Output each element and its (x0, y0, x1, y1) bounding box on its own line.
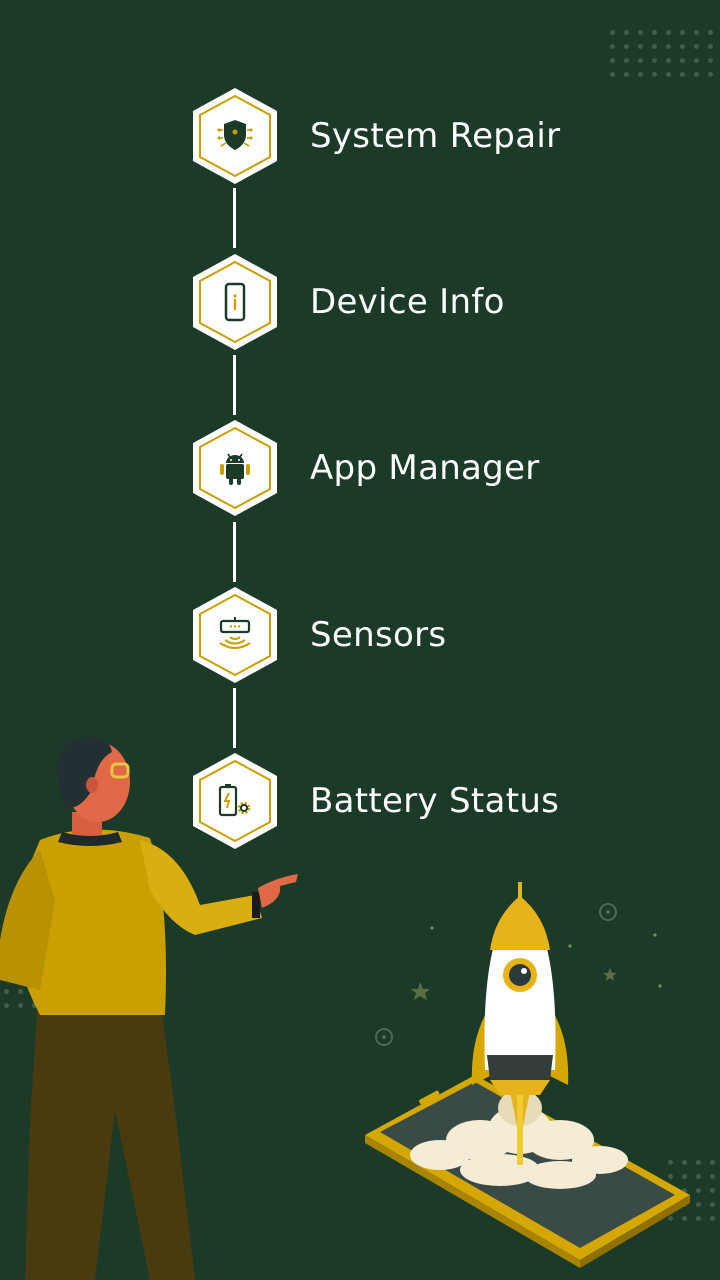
timeline-connector (233, 188, 236, 248)
feature-sensors[interactable]: Sensors (190, 585, 670, 685)
sensor-waves-icon (219, 617, 251, 649)
shield-circuit-icon (217, 120, 253, 150)
timeline-connector (233, 688, 236, 748)
feature-system-repair[interactable]: System Repair (190, 86, 670, 186)
timeline-connector (233, 355, 236, 415)
feature-battery-status[interactable]: Battery Status (190, 751, 670, 851)
hex-badge (190, 418, 280, 518)
phone-info-icon (224, 282, 246, 322)
feature-label: Sensors (310, 615, 447, 655)
feature-label: App Manager (310, 448, 540, 488)
battery-gear-icon (218, 784, 251, 817)
timeline-connector (233, 522, 236, 582)
hex-badge (190, 252, 280, 352)
dot-grid-top-right (610, 30, 713, 77)
feature-app-manager[interactable]: App Manager (190, 418, 670, 518)
hex-badge (190, 751, 280, 851)
feature-label: Battery Status (310, 781, 560, 821)
feature-device-info[interactable]: Device Info (190, 252, 670, 352)
feature-label: Device Info (310, 282, 505, 322)
hex-badge (190, 86, 280, 186)
android-icon (220, 453, 250, 485)
hex-badge (190, 585, 280, 685)
feature-label: System Repair (310, 116, 561, 156)
